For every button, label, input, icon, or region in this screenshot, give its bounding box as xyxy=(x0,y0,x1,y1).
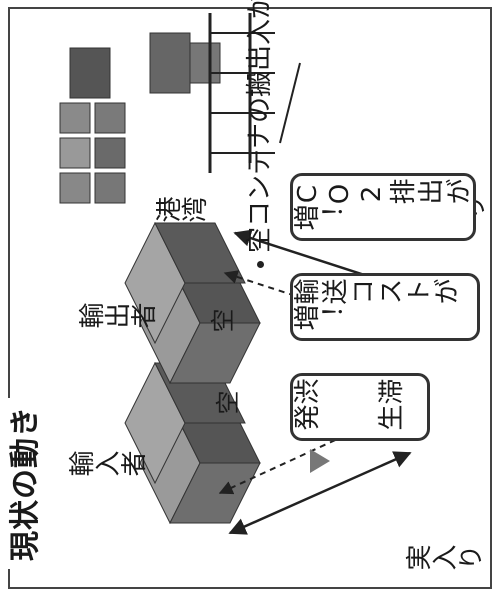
label-port: 港湾 xyxy=(155,197,207,227)
result-headline: 空コンテナの搬出入が増える xyxy=(245,0,275,253)
effect-box-congestion: 渋 滞 発 生 xyxy=(290,373,430,441)
port-icon xyxy=(59,13,301,204)
effect-box-co2: CO2排出が増！ xyxy=(290,173,476,241)
triangle-arrow-icon xyxy=(310,449,330,473)
effect-label: 渋 滞 発 生 xyxy=(293,379,417,435)
effect-label: CO2排出が増！ xyxy=(293,179,473,235)
label-empty-exporter: 空 xyxy=(210,309,234,337)
bullet-dot xyxy=(257,261,264,268)
effect-box-cost: 輸送コストが増！ xyxy=(290,273,480,341)
importer-warehouse-icon xyxy=(124,361,261,525)
label-full-importer: 実入り xyxy=(405,545,483,575)
label-exporter: 輸出者 xyxy=(78,303,156,333)
label-empty-importer: 空 xyxy=(215,391,239,419)
label-importer: 輸入者 xyxy=(68,451,146,481)
effect-label: 輸送コストが増！ xyxy=(293,279,461,335)
